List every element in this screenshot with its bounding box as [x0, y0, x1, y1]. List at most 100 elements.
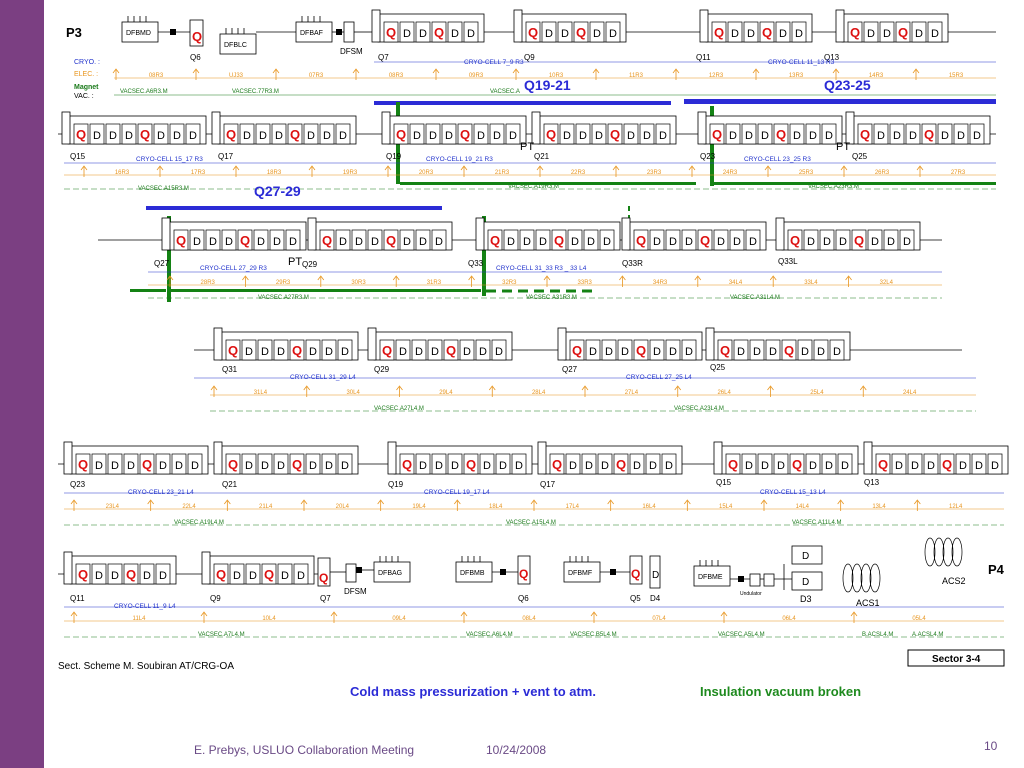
svg-text:D: D: [355, 236, 363, 248]
svg-text:13L4: 13L4: [872, 504, 886, 510]
svg-text:D: D: [159, 460, 167, 472]
svg-text:Q: Q: [460, 127, 470, 142]
vacuum-broken-bar: [400, 182, 696, 185]
svg-text:11R3: 11R3: [629, 73, 644, 79]
svg-text:D: D: [877, 130, 885, 142]
svg-text:Q: Q: [490, 233, 500, 248]
svg-text:D: D: [959, 460, 967, 472]
pressurized-bar: [146, 206, 442, 210]
svg-text:34L4: 34L4: [729, 280, 743, 286]
svg-text:16R3: 16R3: [115, 170, 130, 176]
svg-text:Q: Q: [616, 457, 626, 472]
svg-text:Q: Q: [631, 567, 640, 581]
svg-text:D: D: [483, 460, 491, 472]
svg-text:D: D: [289, 236, 297, 248]
svg-text:D: D: [233, 570, 241, 582]
svg-text:D: D: [509, 130, 517, 142]
svg-text:12R3: 12R3: [709, 73, 724, 79]
vac-sector-label: VACSEC.A15L4.M: [506, 520, 556, 526]
svg-text:D: D: [839, 236, 847, 248]
svg-text:15R3: 15R3: [949, 73, 964, 79]
row-1: P3 CRYO. : ELEC. : Magnet VAC. : DFBMD Q…: [66, 9, 996, 100]
svg-text:D: D: [871, 236, 879, 248]
svg-text:07L4: 07L4: [652, 616, 666, 622]
svg-text:D: D: [825, 130, 833, 142]
svg-text:D: D: [601, 460, 609, 472]
svg-text:14R3: 14R3: [869, 73, 884, 79]
svg-text:D: D: [801, 346, 809, 358]
svg-text:06L4: 06L4: [782, 616, 796, 622]
svg-text:Q: Q: [528, 25, 538, 40]
vacuum-break-marker: [710, 106, 714, 186]
vac-sector-label: VACSEC.A19L4.M: [174, 520, 224, 526]
q-label: Q25: [710, 363, 726, 372]
svg-text:11L4: 11L4: [133, 616, 147, 622]
q-label: Q5: [630, 594, 641, 603]
svg-text:D: D: [609, 28, 617, 40]
svg-text:D: D: [595, 130, 603, 142]
q-label: Q27: [562, 365, 578, 374]
tag-q23-25: Q23-25: [824, 77, 871, 93]
svg-text:Q: Q: [386, 25, 396, 40]
svg-text:D: D: [729, 130, 737, 142]
svg-text:D: D: [261, 346, 269, 358]
q-label: Q13: [864, 478, 880, 487]
svg-text:D: D: [127, 460, 135, 472]
vac-sector-label: VACSEC.A11L4.M: [792, 520, 841, 526]
svg-text:Q: Q: [402, 457, 412, 472]
svg-text:D: D: [451, 460, 459, 472]
svg-text:D: D: [493, 130, 501, 142]
svg-text:DFBME: DFBME: [698, 574, 723, 581]
svg-text:D: D: [419, 236, 427, 248]
svg-text:Q: Q: [176, 233, 186, 248]
svg-text:D: D: [143, 570, 151, 582]
vac-sector-label: VACSEC.A23R3.M: [808, 184, 859, 190]
svg-text:D: D: [499, 460, 507, 472]
svg-text:DFBMB: DFBMB: [460, 570, 485, 577]
svg-text:D: D: [652, 570, 659, 581]
q-label: Q6: [190, 53, 201, 62]
svg-text:D: D: [281, 570, 289, 582]
svg-text:D: D: [659, 130, 667, 142]
q-label: Q7: [320, 594, 331, 603]
svg-text:D: D: [823, 236, 831, 248]
svg-text:D: D: [685, 346, 693, 358]
svg-text:D: D: [911, 460, 919, 472]
svg-text:Q: Q: [636, 343, 646, 358]
svg-text:D: D: [769, 346, 777, 358]
svg-text:07R3: 07R3: [309, 73, 324, 79]
svg-text:18R3: 18R3: [267, 170, 282, 176]
acs-cavities: [842, 537, 963, 593]
svg-text:D: D: [413, 130, 421, 142]
vac-sector-label: VACSEC.A27R3.M: [258, 295, 309, 301]
svg-text:D: D: [665, 460, 673, 472]
svg-text:D: D: [259, 130, 267, 142]
vac-sector-label: VACSEC.A19R3.M: [508, 184, 559, 190]
pt-label: PT: [520, 141, 534, 153]
svg-text:D: D: [325, 460, 333, 472]
svg-text:D: D: [737, 346, 745, 358]
svg-text:Q: Q: [228, 343, 238, 358]
svg-text:D: D: [111, 460, 119, 472]
svg-text:D: D: [887, 236, 895, 248]
q-label: Q7: [378, 53, 389, 62]
svg-text:D: D: [802, 577, 809, 588]
svg-text:D: D: [779, 28, 787, 40]
svg-text:32L4: 32L4: [880, 280, 894, 286]
cryo-cell-label: CRYO-CELL 7_9 R3: [464, 59, 524, 66]
svg-text:30R3: 30R3: [351, 280, 366, 286]
svg-text:D: D: [451, 28, 459, 40]
cryo-cell-label: CRYO-CELL 31_33 R3 _ 33 L4: [496, 265, 587, 272]
svg-text:27R3: 27R3: [951, 170, 966, 176]
q-label: Q33: [468, 259, 484, 268]
